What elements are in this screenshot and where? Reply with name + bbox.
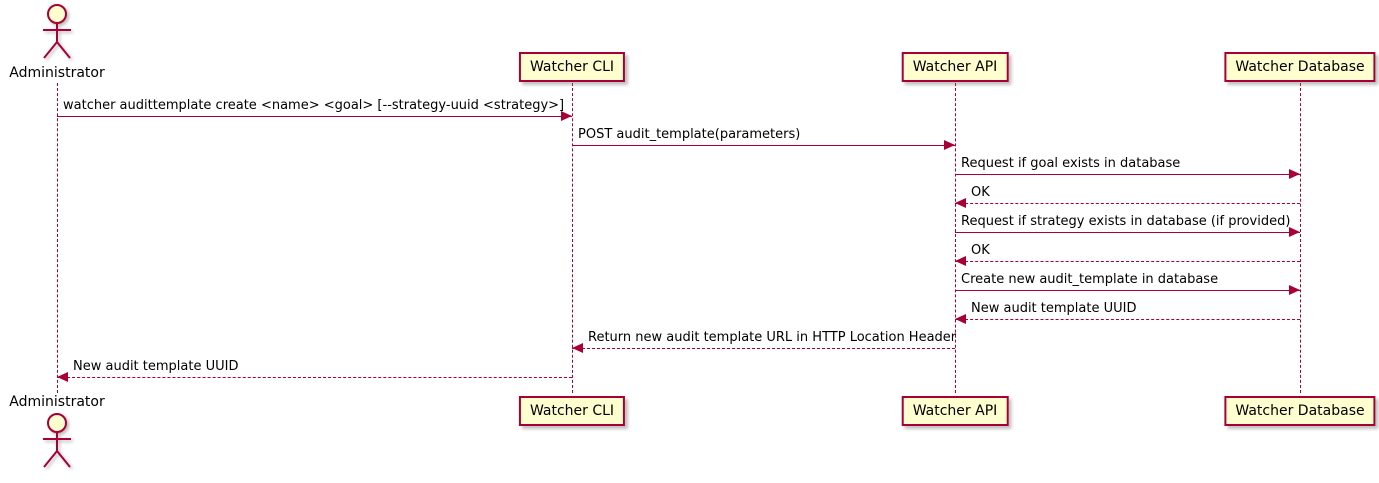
arrowhead-1 <box>944 140 955 150</box>
message-label-8: Return new audit template URL in HTTP Lo… <box>588 330 957 345</box>
message-line-8 <box>572 348 955 349</box>
lifeline-administrator <box>57 83 58 393</box>
arrowhead-9 <box>57 372 68 382</box>
message-line-3 <box>955 203 1300 204</box>
participant-bottom-watcher-database: Watcher Database <box>1224 396 1376 426</box>
participant-bottom-watcher-api: Watcher API <box>901 396 1009 426</box>
actor-figure-top-administrator <box>43 4 71 59</box>
message-line-2 <box>955 174 1300 175</box>
message-label-9: New audit template UUID <box>73 359 239 374</box>
message-label-4: Request if strategy exists in database (… <box>961 214 1291 229</box>
message-label-0: watcher audittemplate create <name> <goa… <box>63 98 565 113</box>
message-line-9 <box>57 377 572 378</box>
message-label-2: Request if goal exists in database <box>961 156 1181 171</box>
message-line-6 <box>955 290 1300 291</box>
arrowhead-3 <box>955 198 966 208</box>
actor-label-top-administrator: Administrator <box>9 65 105 81</box>
message-label-6: Create new audit_template in database <box>961 272 1219 287</box>
lifeline-watcher-cli <box>572 83 573 393</box>
participant-top-watcher-database: Watcher Database <box>1224 52 1376 82</box>
message-label-5: OK <box>971 243 990 258</box>
message-line-4 <box>955 232 1300 233</box>
participant-bottom-watcher-cli: Watcher CLI <box>518 396 626 426</box>
arrowhead-0 <box>561 111 572 121</box>
actor-figure-bottom-administrator <box>43 413 71 468</box>
actor-label-bottom-administrator: Administrator <box>9 394 105 410</box>
message-line-7 <box>955 319 1300 320</box>
message-line-0 <box>57 116 572 117</box>
lifeline-watcher-api <box>955 83 956 393</box>
message-line-1 <box>572 145 955 146</box>
participant-top-watcher-api: Watcher API <box>901 52 1009 82</box>
message-label-7: New audit template UUID <box>971 301 1137 316</box>
message-line-5 <box>955 261 1300 262</box>
arrowhead-7 <box>955 314 966 324</box>
arrowhead-5 <box>955 256 966 266</box>
arrowhead-4 <box>1289 227 1300 237</box>
arrowhead-8 <box>572 343 583 353</box>
participant-top-watcher-cli: Watcher CLI <box>518 52 626 82</box>
arrowhead-6 <box>1289 285 1300 295</box>
message-label-3: OK <box>971 185 990 200</box>
message-label-1: POST audit_template(parameters) <box>578 127 801 142</box>
arrowhead-2 <box>1289 169 1300 179</box>
lifeline-watcher-database <box>1300 83 1301 393</box>
